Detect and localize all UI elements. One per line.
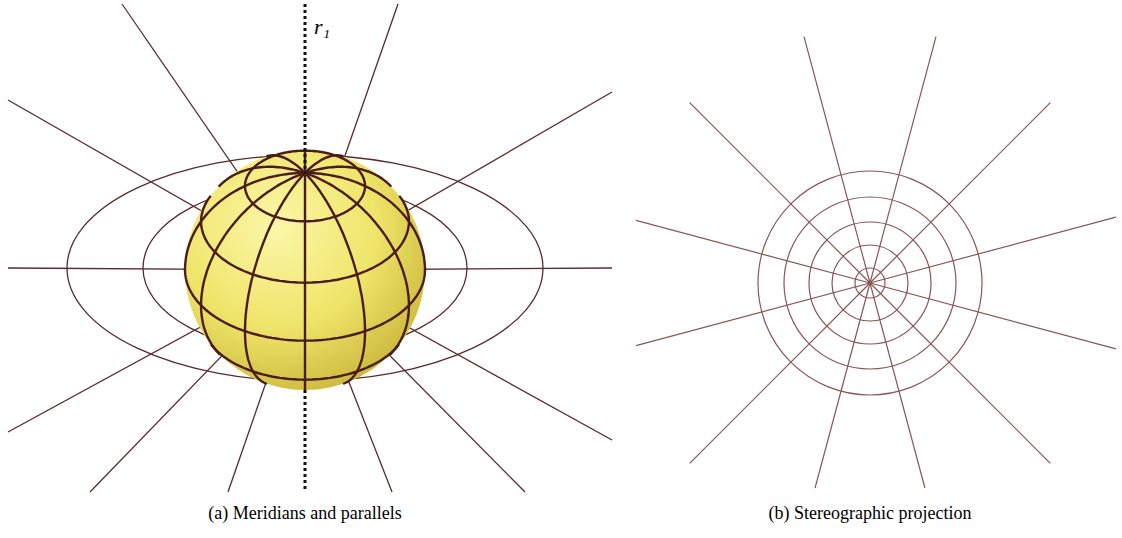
grid-curve (212, 345, 399, 379)
sphere (185, 150, 425, 390)
ray (690, 103, 870, 283)
grid-curve (305, 167, 391, 186)
ray (870, 37, 936, 283)
ray (870, 103, 1050, 283)
caption: (a) Meridians and parallels (208, 503, 401, 524)
ray (870, 283, 1116, 349)
ray (636, 220, 870, 283)
ray (870, 283, 925, 488)
grid-curve (267, 155, 305, 173)
ray (870, 217, 1116, 283)
ray (690, 283, 870, 463)
axis-r1 (304, 4, 307, 492)
outer-rays (8, 4, 612, 492)
grid-curve (305, 173, 409, 354)
stereographic-grid (636, 37, 1116, 488)
grid-curve (201, 173, 305, 354)
ray (804, 37, 870, 283)
grid-curve (201, 197, 409, 283)
caption: (b) Stereographic projection (769, 503, 972, 524)
meridians-parallels (185, 150, 425, 390)
ray (636, 283, 870, 346)
ray (870, 283, 1050, 463)
grid-curve (185, 270, 425, 341)
ray (815, 283, 870, 488)
grid-curve (219, 167, 305, 186)
axis-label: r₁ (314, 14, 330, 40)
